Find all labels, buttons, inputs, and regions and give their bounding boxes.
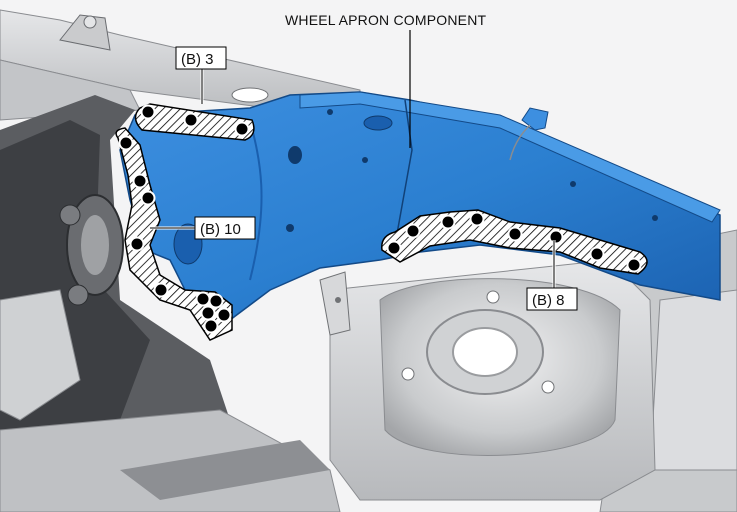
callout-top-label: (B) 3 — [181, 51, 214, 68]
spot-weld-icon — [183, 112, 199, 128]
spot-weld-icon — [203, 318, 219, 334]
spot-weld-icon — [208, 293, 224, 309]
spot-weld-icon — [548, 229, 564, 245]
spot-weld-icon — [129, 236, 145, 252]
spot-weld-icon — [132, 173, 148, 189]
wheel-apron-component — [119, 91, 721, 337]
spot-weld-icon — [200, 305, 216, 321]
spot-weld-icon — [118, 135, 134, 151]
spot-weld-icon — [195, 291, 211, 307]
spot-weld-icon — [626, 257, 642, 273]
diagram-title: WHEEL APRON COMPONENT — [285, 12, 487, 28]
spot-welds — [118, 104, 642, 334]
spot-weld-icon — [153, 282, 169, 298]
spot-weld-icon — [140, 190, 156, 206]
spot-weld-icon — [140, 104, 156, 120]
spot-weld-icon — [469, 211, 485, 227]
callout-left: (B) 10 — [194, 216, 256, 240]
spot-weld-icon — [216, 307, 232, 323]
callout-left-label: (B) 10 — [200, 221, 241, 238]
spot-weld-icon — [440, 214, 456, 230]
spot-weld-icon — [386, 240, 402, 256]
spot-weld-icon — [234, 121, 250, 137]
leader-lines — [150, 30, 556, 288]
callout-right: (B) 8 — [526, 287, 578, 311]
callout-right-label: (B) 8 — [532, 292, 565, 309]
spot-weld-icon — [405, 223, 421, 239]
spot-weld-icon — [507, 226, 523, 242]
callout-top: (B) 3 — [175, 46, 227, 70]
spot-weld-icon — [589, 246, 605, 262]
